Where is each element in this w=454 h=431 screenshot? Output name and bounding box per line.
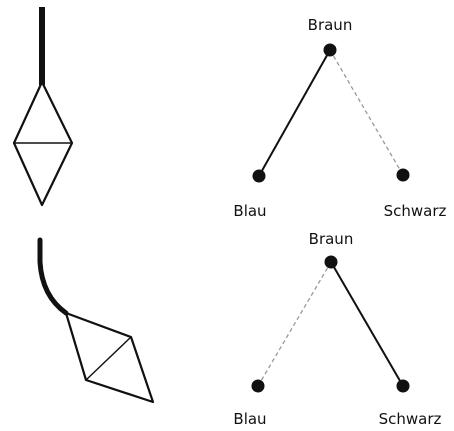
node-braun [324,255,338,269]
label-blau: Blau [233,410,266,428]
pendulum-vertical [12,7,74,207]
node-blau [252,169,266,183]
label-braun: Braun [309,230,354,248]
label-blau: Blau [233,202,266,220]
pendulum-crossbar-deflected [85,336,132,381]
label-schwarz: Schwarz [379,410,442,428]
wire-solid-braun-blau [258,49,331,177]
pendulum-rod-curved [37,237,69,316]
label-braun: Braun [308,16,353,34]
wire-dashed-braun-schwarz [329,49,404,176]
wiring-diagram-2: Braun Blau Schwarz [233,230,441,428]
label-schwarz: Schwarz [384,202,447,220]
node-blau [251,379,265,393]
pendulum-diamond-vertical [12,80,74,207]
node-braun [323,43,337,57]
pendulum-diamond-deflected [64,311,155,404]
pendulum-deflected [37,237,155,404]
wire-dashed-braun-blau [257,261,332,387]
wiring-diagram-1: Braun Blau Schwarz [233,16,446,220]
node-schwarz [396,379,410,393]
node-schwarz [396,168,410,182]
wire-solid-braun-schwarz [330,261,404,387]
